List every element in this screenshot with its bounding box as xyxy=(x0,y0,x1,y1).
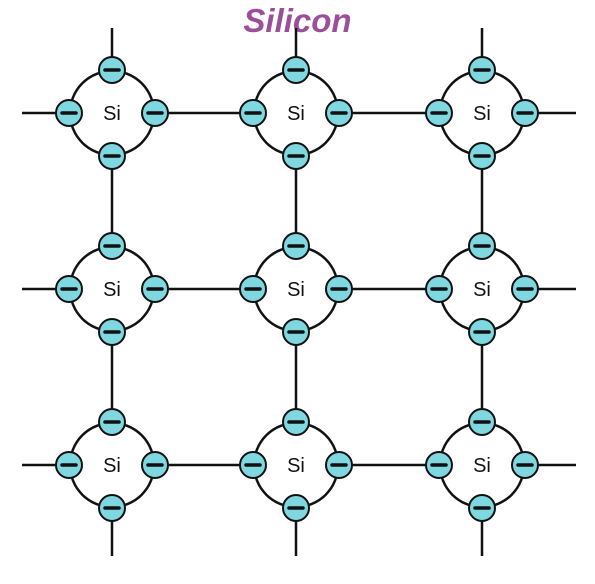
atom-label-r2-c2: Si xyxy=(287,279,305,301)
atom-label-r2-c1: Si xyxy=(103,279,121,301)
atom-label-r3-c2: Si xyxy=(287,455,305,477)
atom-label-r1-c3: Si xyxy=(473,103,491,125)
atom-label-r2-c3: Si xyxy=(473,279,491,301)
diagram-title: Silicon xyxy=(243,2,352,39)
atom-label-r1-c2: Si xyxy=(287,103,305,125)
atom-label-r3-c1: Si xyxy=(103,455,121,477)
atom-label-r1-c1: Si xyxy=(103,103,121,125)
atom-label-r3-c3: Si xyxy=(473,455,491,477)
